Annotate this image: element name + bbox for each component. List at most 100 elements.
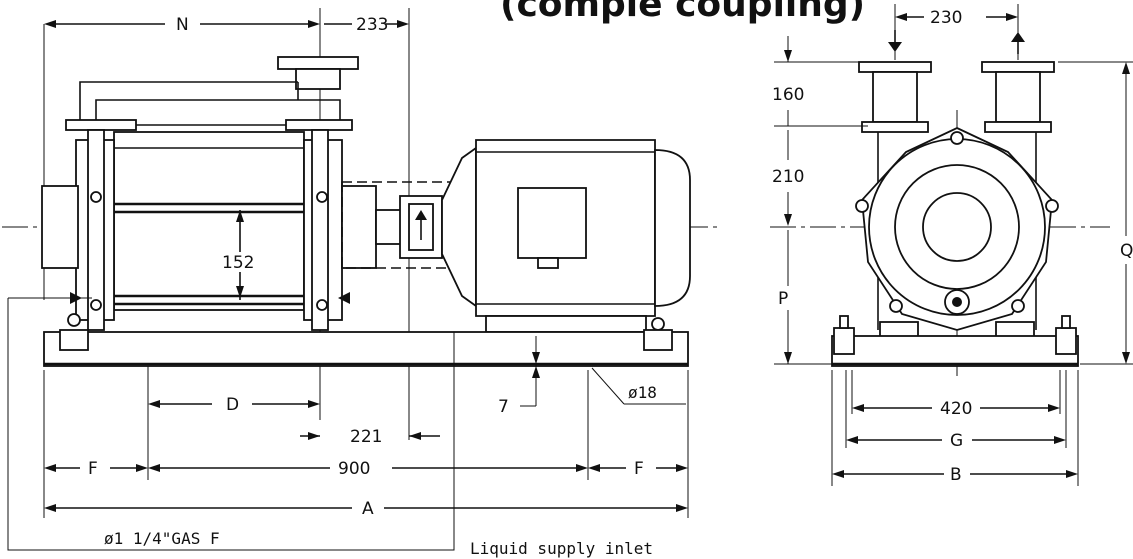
motor-bolt (651, 317, 665, 331)
arrow (236, 210, 244, 222)
title-fragment: (comple coupling) (500, 0, 865, 25)
arrow (148, 400, 160, 408)
arrow (784, 214, 792, 226)
arrow (308, 20, 320, 28)
motor-fan-cover (654, 149, 691, 307)
arrow (1048, 404, 1060, 412)
motor-feet (485, 315, 647, 333)
inlet-flange-bottom (861, 121, 929, 133)
arrow (1054, 436, 1066, 444)
pump-bolt (67, 313, 81, 327)
arrow (1006, 13, 1018, 21)
arrow (852, 404, 864, 412)
liquid-line-box (7, 298, 455, 551)
dim-q-label: Q (1120, 241, 1133, 261)
end-view: 230 (770, 4, 1133, 486)
bearing-housing-left (41, 185, 79, 269)
dim-f-left-label: F (88, 459, 98, 479)
top-flange (277, 56, 359, 70)
dim-b-label: B (950, 465, 962, 485)
outlet-arrow-icon (1011, 32, 1025, 42)
arrow (308, 400, 320, 408)
dim-18-leader (591, 367, 625, 405)
arrow (236, 286, 244, 298)
head-flange-left (65, 119, 137, 131)
arrow (532, 352, 540, 364)
outlet-flange-top (981, 61, 1055, 73)
pump-body (113, 131, 305, 311)
cover-bolt (1011, 299, 1025, 313)
dim-f-right-label: F (634, 459, 644, 479)
terminal-gland (537, 257, 559, 269)
anchor-left-bolt (839, 315, 849, 329)
cover-bolt (950, 131, 964, 145)
dim-420-label: 420 (940, 399, 972, 419)
dim-160-label: 160 (772, 85, 804, 105)
arrow (846, 436, 858, 444)
baseplate (43, 331, 689, 367)
outlet-flange-bottom (984, 121, 1052, 133)
arrow (409, 432, 421, 440)
arrow (136, 464, 148, 472)
dim-7-label: 7 (498, 397, 509, 417)
dim-n-label: N (176, 15, 189, 35)
arrow (676, 504, 688, 512)
shaft (375, 209, 403, 245)
side-view: N 233 (2, 8, 720, 558)
drain-plug-center (952, 297, 962, 307)
dim-900-label: 900 (338, 459, 370, 479)
dim-a-label: A (362, 499, 374, 519)
arrow (1066, 470, 1078, 478)
dim-233-label: 233 (356, 15, 388, 35)
arrow (895, 13, 907, 21)
rotation-arrow-icon (415, 210, 427, 220)
dim-g-label: G (950, 431, 963, 451)
arrow (44, 464, 56, 472)
pump-foot-left (59, 329, 89, 351)
motor-bell (441, 146, 477, 308)
cover-bolt (889, 299, 903, 313)
liquid-inlet-note: Liquid supply inlet (470, 539, 653, 558)
bearing-housing-right (341, 185, 377, 269)
arrow (44, 20, 56, 28)
dim-18-label: ø18 (628, 383, 657, 402)
arrow (532, 366, 540, 378)
cover-bolt (855, 199, 869, 213)
anchor-left (833, 327, 855, 355)
bolt (90, 299, 102, 311)
bolt (316, 191, 328, 203)
dim-230-label: 230 (930, 8, 962, 28)
arrow (784, 50, 792, 62)
anchor-right (1055, 327, 1077, 355)
inlet-arrow-icon (888, 42, 902, 52)
dim-p-label: P (778, 289, 788, 309)
dim-152-bg (218, 252, 262, 272)
arrow (576, 464, 588, 472)
dim-152-label: 152 (222, 253, 254, 273)
arrow (308, 432, 320, 440)
gas-connection-note: ø1 1/4"GAS F (104, 529, 220, 548)
end-cover-left-inner (87, 129, 105, 331)
arrow (44, 504, 56, 512)
arrow (397, 20, 409, 28)
inlet-flange-top (858, 61, 932, 73)
inlet-nozzle (872, 71, 918, 123)
bolt (90, 191, 102, 203)
dim-d-label: D (226, 395, 239, 415)
arrow (588, 464, 600, 472)
anchor-right-bolt (1061, 315, 1071, 329)
dim-210-label: 210 (772, 167, 804, 187)
dim-221-label: 221 (350, 427, 382, 447)
arrow (1122, 62, 1130, 74)
motor-foot-right (643, 329, 673, 351)
top-flange-neck (295, 68, 341, 90)
outlet-nozzle (995, 71, 1041, 123)
inlet-marker-right (338, 292, 350, 304)
arrow (784, 352, 792, 364)
end-baseplate (831, 335, 1079, 367)
arrow (148, 464, 160, 472)
cover-inner-circle (922, 192, 992, 262)
arrow (1122, 352, 1130, 364)
